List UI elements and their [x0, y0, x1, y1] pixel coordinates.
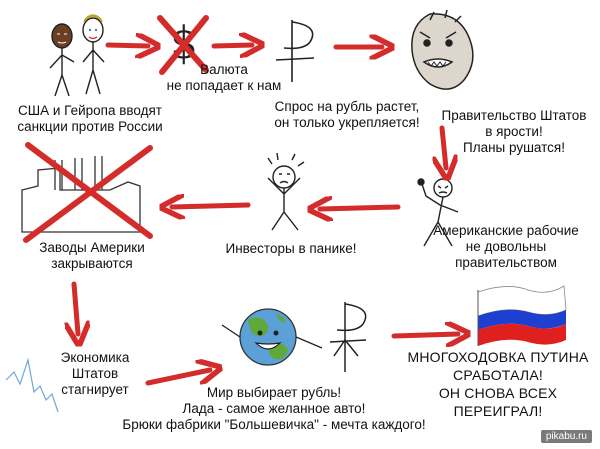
crossed-factories — [21, 142, 153, 243]
ruble-symbol — [275, 20, 315, 82]
ruble-symbol-small — [329, 302, 367, 372]
arrow-1 — [105, 45, 148, 46]
caption-investors-panic: Инвесторы в панике! — [225, 241, 357, 256]
arrow-2 — [211, 45, 252, 46]
crossed-dollar: $ — [157, 15, 209, 75]
caption-government-rage: Правительство Штатов в ярости! Планы руш… — [441, 108, 587, 155]
caption-ruble-demand: Спрос на рубль растет, он только укрепля… — [274, 99, 420, 130]
figure-europe — [82, 14, 105, 95]
caption-sanctions: США и Гейропа вводят санкции против Росс… — [17, 103, 163, 134]
caption-putin-multimove: МНОГОХОДОВКА ПУТИНА СРАБОТАЛА! ОН СНОВА … — [407, 349, 589, 419]
russian-flag — [477, 285, 567, 346]
panic-investor — [267, 152, 305, 231]
arrow-7 — [74, 281, 78, 334]
arrow-6 — [172, 205, 251, 207]
happy-globe — [221, 308, 323, 366]
caption-factories-close: Заводы Америки закрываются — [39, 240, 145, 271]
watermark: pikabu.ru — [540, 430, 592, 443]
sanctions-figures — [49, 14, 105, 97]
caption-currency: Валюта не попадает к нам — [166, 62, 282, 93]
angry-worker — [417, 178, 459, 247]
arrow-9 — [391, 334, 458, 336]
angry-face — [411, 9, 474, 90]
arrow-5 — [320, 207, 401, 209]
figure-usa — [49, 23, 75, 97]
caption-economy-stagnates: Экономика Штатов стагнирует — [60, 350, 130, 397]
caption-world-chooses-ruble: Мир выбирает рубль! Лада - самое желанно… — [122, 385, 426, 432]
arrow-8 — [145, 370, 210, 386]
flow-arrows — [74, 45, 458, 386]
stagnating-chart — [5, 357, 59, 413]
caption-american-workers: Американские рабочие не довольны правите… — [433, 223, 579, 270]
arrow-4 — [442, 125, 446, 168]
